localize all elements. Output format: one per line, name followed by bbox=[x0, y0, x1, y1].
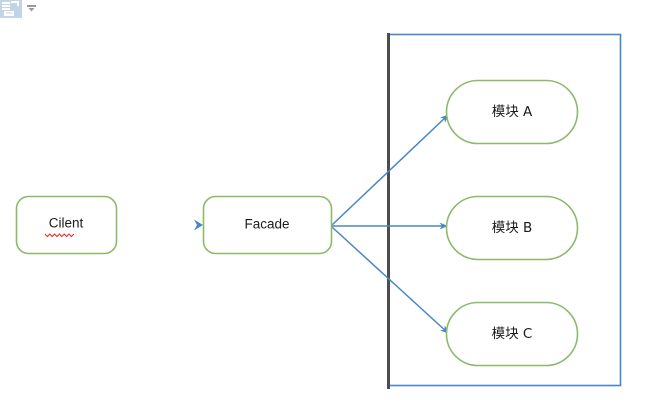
connector-facade-to-module-c bbox=[331, 226, 449, 334]
node-module-a-label: 模块 A bbox=[492, 104, 533, 120]
node-client-label: Cilent bbox=[49, 216, 84, 231]
save-icon[interactable] bbox=[0, 0, 22, 18]
chevron-down-icon[interactable] bbox=[27, 5, 36, 12]
node-module-c-label: 模块 C bbox=[492, 326, 533, 342]
quick-access-toolbar[interactable] bbox=[0, 0, 40, 18]
node-module-c[interactable]: 模块 C bbox=[445, 301, 579, 367]
node-module-b-label: 模块 B bbox=[492, 220, 533, 236]
spellcheck-underline bbox=[44, 233, 75, 238]
connector-facade-to-module-a bbox=[331, 114, 449, 226]
node-facade[interactable]: Facade bbox=[202, 195, 333, 255]
node-facade-label: Facade bbox=[244, 217, 289, 232]
connector-client-to-facade bbox=[117, 219, 203, 231]
node-module-b[interactable]: 模块 B bbox=[445, 195, 579, 261]
node-module-a[interactable]: 模块 A bbox=[445, 79, 579, 145]
node-client[interactable]: Cilent bbox=[15, 195, 118, 255]
